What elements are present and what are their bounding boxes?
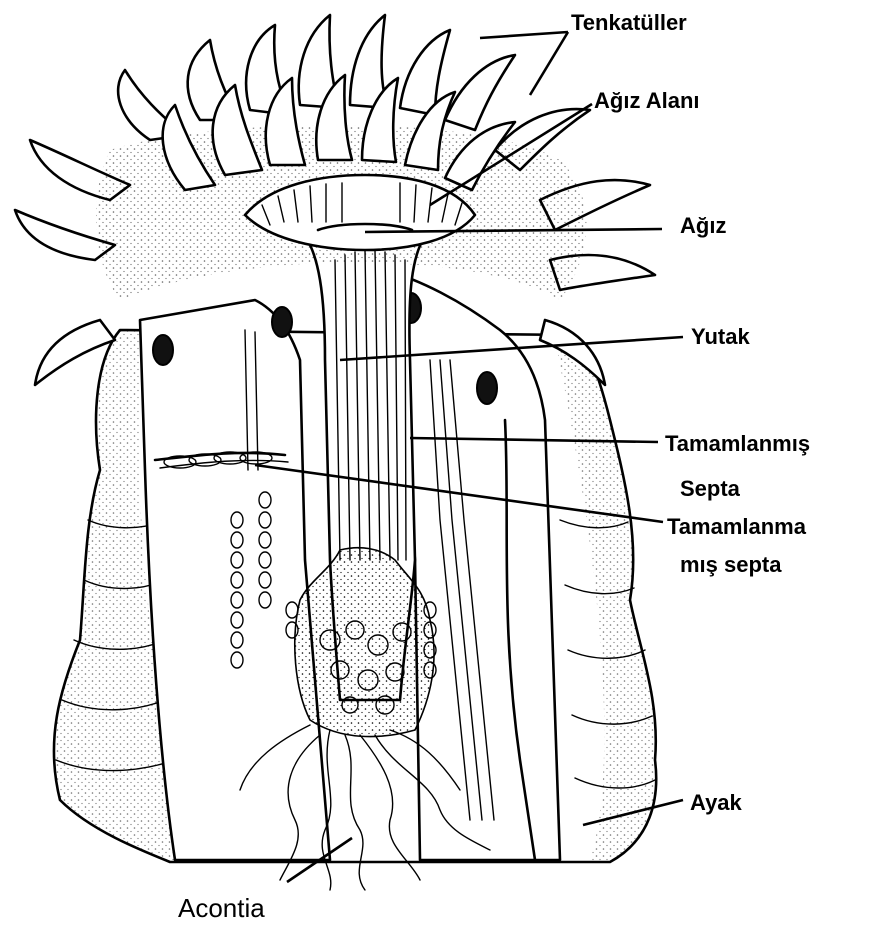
label-mouth: Ağız [680,213,726,238]
label-complete-septa-line2: Septa [680,476,741,501]
label-incomplete-septa-line2: mış septa [680,552,782,577]
label-oral-disc: Ağız Alanı [594,88,700,113]
label-foot: Ayak [690,790,743,815]
label-incomplete-septa-line1: Tamamlanma [667,514,807,539]
label-pharynx: Yutak [691,324,750,349]
leader-tentacles-2 [530,32,568,95]
label-acontia: Acontia [178,893,265,923]
label-complete-septa-line1: Tamamlanmış [665,431,810,456]
label-tentacles: Tenkatüller [571,10,687,35]
leader-tentacles [480,32,568,38]
